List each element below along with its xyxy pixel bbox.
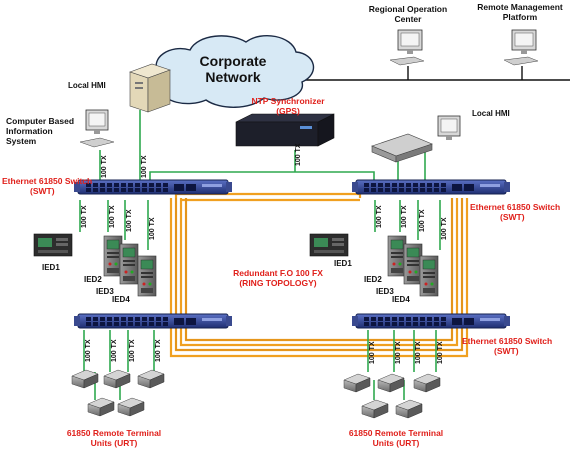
urt-group-right (343, 373, 441, 419)
urt-right-label-2: Units (URT) (373, 438, 420, 448)
redundant-label-2: (RING TOPOLOGY) (239, 278, 316, 288)
switch-tr-label-1: Ethernet 61850 Switch (470, 202, 560, 212)
cbis-label-1: Computer Based (6, 116, 74, 126)
cbis-label-3: System (6, 136, 37, 146)
ied2-left-label: IED2 (84, 275, 102, 284)
urt-right-label-1: 61850 Remote Terminal (349, 428, 443, 438)
urt-left-label-1: 61850 Remote Terminal (67, 428, 161, 438)
tx-label: 100 TX (129, 339, 136, 362)
local-hmi-right-pc (437, 115, 461, 140)
switch-top-right (351, 179, 511, 195)
ied-group-right (309, 233, 439, 297)
copper-links (79, 110, 441, 400)
tx-label: 100 TX (111, 339, 118, 362)
ied1-right-label: IED1 (334, 259, 352, 268)
urt-left-label-2: Units (URT) (91, 438, 138, 448)
switch-top-left (73, 179, 233, 195)
tx-label: 100 TX (109, 205, 116, 228)
tx-label: 100 TX (141, 155, 148, 178)
local-hmi-left-label: Local HMI (68, 81, 106, 90)
switch-tr-label-2: (SWT) (500, 212, 525, 222)
tx-label: 100 TX (81, 205, 88, 228)
remote-platform-label-1: Remote Management (477, 2, 563, 12)
tx-label: 100 TX (419, 209, 426, 232)
tx-label: 100 TX (415, 341, 422, 364)
hub-device-right (371, 133, 433, 163)
switch-bottom-right (351, 313, 511, 329)
urt-group-left (71, 369, 165, 417)
corporate-network-label-1: Corporate (200, 53, 267, 69)
remote-platform-pc (503, 29, 539, 66)
regional-center-label-2: Center (395, 14, 423, 24)
local-hmi-left-pc (79, 109, 115, 148)
tx-label: 100 TX (441, 217, 448, 240)
tx-label: 100 TX (369, 341, 376, 364)
remote-platform-label-2: Platform (503, 12, 538, 22)
ntp-label-2: (GPS) (276, 106, 300, 116)
tx-label: 100 TX (149, 217, 156, 240)
switch-br-label-1: Ethernet 61850 Switch (462, 336, 552, 346)
corporate-network-label-2: Network (205, 69, 260, 85)
tx-label: 100 TX (101, 155, 108, 178)
link-labels: 100 TX 100 TX 100 TX 100 TX 100 TX 100 T… (81, 143, 448, 364)
tx-label: 100 TX (401, 205, 408, 228)
tx-label: 100 TX (437, 341, 444, 364)
switch-bottom-left (73, 313, 233, 329)
ied4-right-label: IED4 (392, 295, 410, 304)
ied3-left-label: IED3 (96, 287, 114, 296)
tx-label: 100 TX (295, 143, 302, 166)
tx-label: 100 TX (155, 339, 162, 362)
switch-tl-label-2: (SWT) (30, 186, 55, 196)
regional-center-label-1: Regional Operation (369, 4, 447, 14)
redundant-label-1: Redundant F.O 100 FX (233, 268, 323, 278)
switch-br-label-2: (SWT) (494, 346, 519, 356)
tx-label: 100 TX (376, 205, 383, 228)
ied1-left-label: IED1 (42, 263, 60, 272)
server-tower (129, 63, 171, 113)
ied3-right-label: IED3 (376, 287, 394, 296)
cbis-label-2: Information (6, 126, 53, 136)
tx-label: 100 TX (126, 209, 133, 232)
ied4-left-label: IED4 (112, 295, 130, 304)
local-hmi-right-label: Local HMI (472, 109, 510, 118)
ntp-label-1: NTP Synchronizer (251, 96, 325, 106)
ntp-synchronizer-device (235, 113, 335, 147)
ied2-right-label: IED2 (364, 275, 382, 284)
tx-label: 100 TX (395, 341, 402, 364)
regional-center-pc (389, 29, 425, 66)
tx-label: 100 TX (85, 339, 92, 362)
switch-tl-label-1: Ethernet 61850 Switch (2, 176, 92, 186)
